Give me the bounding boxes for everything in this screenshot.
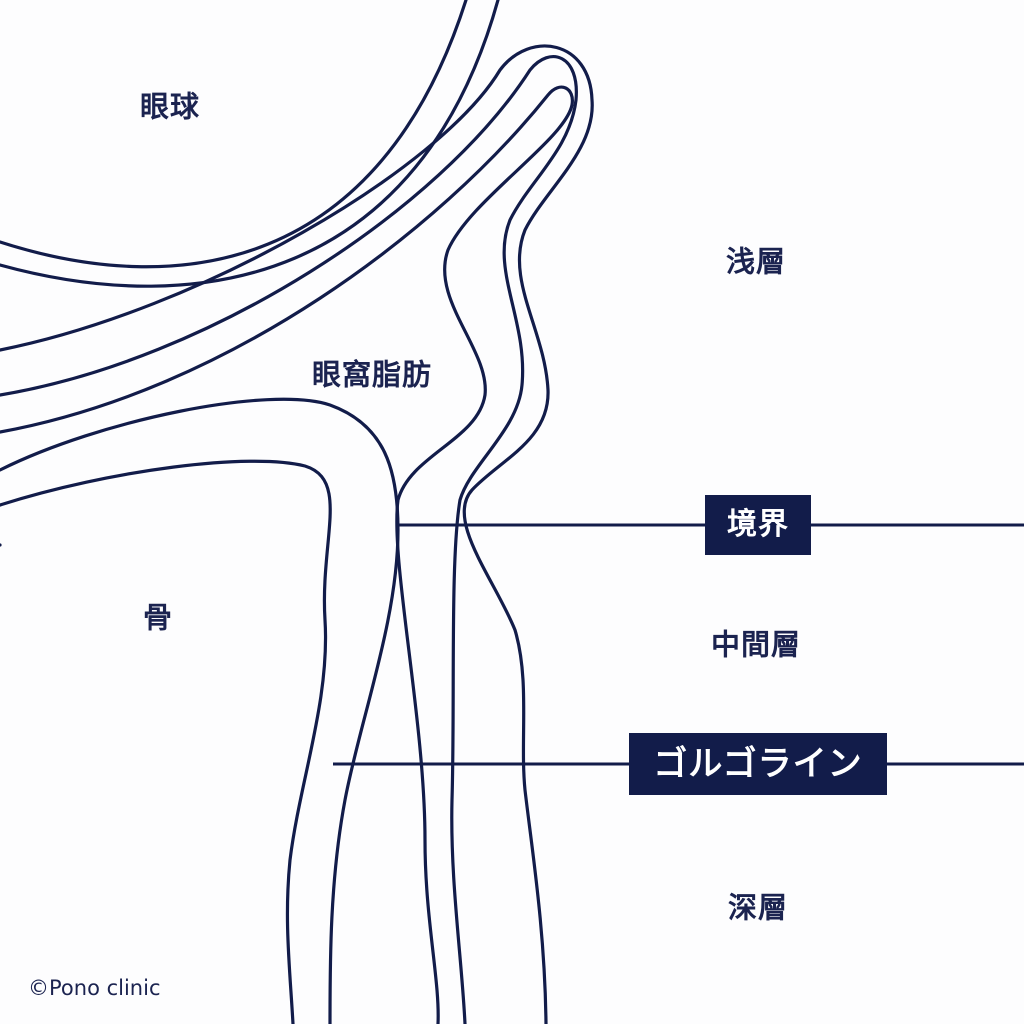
golgo-line-label-box: ゴルゴライン — [629, 733, 887, 795]
copyright-text: ©Pono clinic — [28, 976, 161, 1000]
boundary-label-box: 境界 — [705, 495, 811, 555]
eyeball-outline-inner — [0, 0, 500, 288]
orbital-septum-middle — [0, 55, 578, 1024]
bone-outline-upper — [0, 459, 332, 1024]
eyeball-label: 眼球 — [139, 89, 201, 124]
orbital-rim-line — [0, 397, 400, 1024]
deep-layer-label: 深層 — [727, 890, 789, 925]
orbital-septum-outer — [0, 44, 594, 1024]
middle-layer-label: 中間層 — [710, 627, 802, 662]
golgo-line-label: ゴルゴライン — [653, 744, 863, 784]
orbital-septum-inner — [0, 85, 574, 1024]
bone-label: 骨 — [142, 600, 174, 635]
eyeball-outline-outer — [0, 0, 468, 269]
boundary-label: 境界 — [727, 507, 789, 542]
superficial-layer-label: 浅層 — [725, 244, 787, 279]
orbital-fat-label: 眼窩脂肪 — [311, 357, 433, 392]
